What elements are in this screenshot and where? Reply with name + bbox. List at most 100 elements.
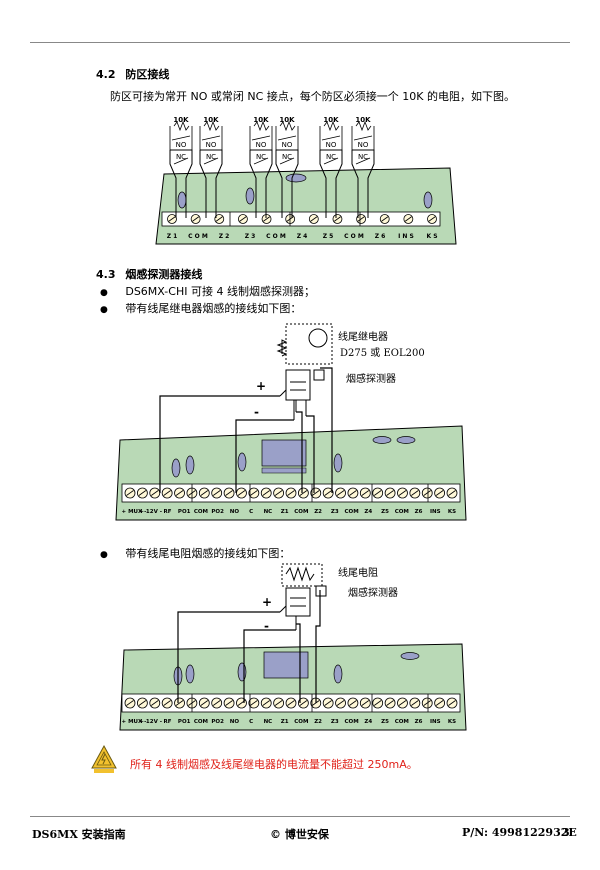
screw-slot bbox=[200, 700, 209, 706]
resistor-leads bbox=[169, 126, 193, 150]
terminal-label: Z6 bbox=[415, 719, 423, 725]
terminal-label: Z 1 bbox=[167, 233, 178, 240]
zone-contact-circuit: 10K NO NC bbox=[275, 116, 299, 218]
bullet-text: 带有线尾电阻烟感的接线如下图： bbox=[125, 547, 291, 560]
detector-body bbox=[285, 369, 311, 401]
detector-label: 烟感探测器 bbox=[346, 372, 396, 385]
no-label: NO bbox=[176, 141, 187, 149]
nc-switch bbox=[355, 157, 371, 165]
screw-slot bbox=[386, 700, 394, 706]
section-title: 防区接线 bbox=[125, 68, 170, 81]
terminal-strip bbox=[161, 211, 441, 227]
no-switch bbox=[171, 135, 191, 141]
resistor-label: 10K bbox=[279, 116, 295, 124]
terminal-label: COM bbox=[395, 509, 409, 515]
screw-slot bbox=[262, 700, 270, 706]
terminal-label: NC bbox=[264, 719, 273, 725]
screw-slot bbox=[411, 700, 419, 706]
terminal-label: PO2 bbox=[211, 719, 224, 725]
terminal-label: PO1 bbox=[178, 719, 191, 725]
terminal-label: + MUX - bbox=[122, 719, 147, 725]
screw-slot bbox=[357, 216, 365, 222]
screw-slot bbox=[163, 700, 171, 706]
screw-slot bbox=[274, 490, 283, 496]
contact-wire bbox=[351, 149, 375, 218]
nc-label: NC bbox=[256, 153, 266, 161]
nc-switch bbox=[173, 157, 189, 165]
board-chip-base bbox=[261, 467, 307, 474]
terminal-label: Z2 bbox=[314, 509, 322, 515]
bullet-item-2: ● 带有线尾继电器烟感的接线如下图： bbox=[100, 300, 301, 316]
resistor-label: 10K bbox=[323, 116, 339, 124]
screw-slot bbox=[225, 490, 233, 496]
terminal-label: NC bbox=[264, 509, 273, 515]
bullet-text: DS6MX-CHI 可接 4 线制烟感探测器； bbox=[125, 285, 315, 298]
terminal-label: COM bbox=[294, 719, 308, 725]
screw-slot bbox=[138, 490, 147, 496]
terminal-label: KS bbox=[448, 719, 456, 725]
warning-icon bbox=[91, 744, 117, 773]
board-hole bbox=[185, 455, 195, 475]
wire-z1 bbox=[296, 411, 303, 493]
no-label: NO bbox=[282, 141, 293, 149]
wire-plus bbox=[159, 395, 280, 493]
section-4-2-heading: 4.2 防区接线 bbox=[96, 66, 169, 82]
screw-slot bbox=[250, 700, 258, 706]
screw-slot bbox=[324, 700, 332, 706]
terminal-label: PO2 bbox=[211, 509, 224, 515]
terminal-label: C bbox=[249, 509, 253, 515]
detector-leads bbox=[279, 605, 297, 630]
terminal-label: K S bbox=[426, 233, 437, 240]
minus-sign: - bbox=[264, 619, 269, 633]
screw-slot bbox=[381, 216, 389, 222]
board-hole bbox=[372, 436, 392, 444]
nc-label: NC bbox=[282, 153, 292, 161]
screw-slot bbox=[192, 216, 200, 222]
detector-wiring bbox=[159, 367, 333, 493]
terminal-label: + MUX - bbox=[122, 509, 147, 515]
detector-led bbox=[313, 369, 325, 381]
terminal-label: Z6 bbox=[415, 509, 423, 515]
board-hole bbox=[171, 458, 181, 478]
board-chip bbox=[261, 439, 307, 467]
terminal-label: INS bbox=[430, 719, 441, 725]
terminal-label: Z4 bbox=[364, 719, 372, 725]
nc-switch bbox=[203, 157, 219, 165]
terminal-label: KS bbox=[448, 509, 456, 515]
contact-wire bbox=[199, 149, 223, 218]
screw-slot bbox=[336, 700, 345, 706]
section-number: 4.3 bbox=[96, 268, 116, 281]
contact-wire bbox=[249, 149, 273, 218]
screw-slot bbox=[225, 700, 233, 706]
no-switch bbox=[201, 135, 221, 141]
terminal-label: + 12V - bbox=[139, 509, 162, 515]
wire-relay bbox=[320, 367, 333, 493]
board-hole bbox=[396, 436, 416, 444]
relay-model: D275 或 EOL200 bbox=[340, 347, 425, 359]
screw-slot bbox=[138, 700, 147, 706]
screw-slot bbox=[435, 490, 444, 496]
screw-slot bbox=[237, 490, 246, 496]
detector-internal bbox=[290, 381, 306, 391]
terminal-label: INS bbox=[430, 509, 441, 515]
terminal-label: Z3 bbox=[331, 719, 339, 725]
terminal-label: PO1 bbox=[178, 509, 191, 515]
page-number: 3 bbox=[562, 826, 570, 839]
terminal-label: COM bbox=[294, 509, 308, 515]
relay-detector-symbol bbox=[276, 323, 333, 420]
resistor-10k bbox=[279, 120, 296, 132]
screw-slot bbox=[349, 700, 357, 706]
screw-slot bbox=[361, 490, 370, 496]
footer-right: P/N: 4998122932E bbox=[462, 826, 577, 839]
no-label: NO bbox=[358, 141, 369, 149]
detector-body bbox=[285, 587, 311, 617]
terminal-label: Z5 bbox=[381, 719, 389, 725]
plus-sign: + bbox=[256, 379, 266, 393]
screw-slot bbox=[151, 700, 159, 706]
screw-slot bbox=[423, 700, 431, 706]
